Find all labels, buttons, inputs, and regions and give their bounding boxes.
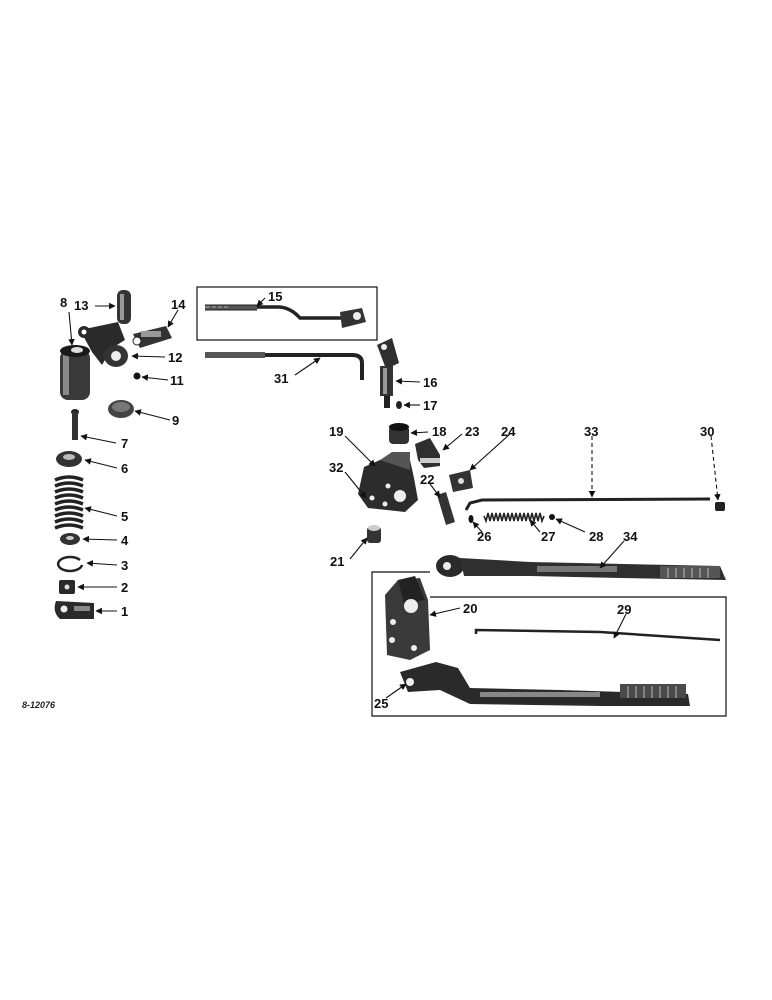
part-16-shaft	[377, 338, 399, 408]
callout-34: 34	[623, 529, 638, 544]
part-33-rod	[464, 497, 711, 511]
part-17-pin	[396, 401, 402, 409]
part-20-plate	[385, 576, 430, 660]
callout-23: 23	[465, 424, 480, 439]
callout-8: 8	[60, 295, 68, 310]
part-30-nut	[715, 502, 725, 511]
part-12-lever	[78, 322, 128, 367]
callout-27: 27	[541, 529, 556, 544]
part-23-bracket	[415, 438, 440, 468]
part-7-bolt	[71, 409, 79, 440]
part-14-clevis	[132, 326, 172, 348]
callout-leaders	[68, 297, 721, 699]
part-6-cap	[56, 451, 82, 467]
part-32-housing	[358, 452, 418, 512]
part-13-pin	[117, 290, 131, 324]
callout-15: 15	[268, 289, 283, 304]
callout-26: 26	[477, 529, 492, 544]
part-8-cylinder-boss	[60, 345, 90, 400]
part-15-inset-box	[196, 286, 378, 341]
callout-1: 1	[121, 604, 129, 619]
callout-18: 18	[432, 424, 447, 439]
part-31-rod	[205, 352, 364, 380]
callout-12: 12	[168, 350, 183, 365]
callout-22: 22	[420, 472, 435, 487]
callout-5: 5	[121, 509, 129, 524]
callout-31: 31	[274, 371, 289, 386]
part-18-bushing	[389, 423, 409, 444]
part-15-rod	[205, 304, 366, 328]
callout-33: 33	[584, 424, 599, 439]
part-25-lever	[400, 662, 690, 706]
part-26-ball	[468, 515, 474, 523]
callout-7: 7	[121, 436, 129, 451]
callout-4: 4	[121, 533, 129, 548]
callout-14: 14	[171, 297, 186, 312]
part-27-spring	[483, 512, 545, 524]
callout-9: 9	[172, 413, 180, 428]
part-3-snap-ring	[56, 555, 84, 573]
callout-17: 17	[423, 398, 438, 413]
callout-32: 32	[329, 460, 344, 475]
callout-21: 21	[330, 554, 345, 569]
part-1-clamp	[54, 601, 94, 619]
callout-29: 29	[617, 602, 632, 617]
part-28-ball	[549, 514, 555, 520]
callout-30: 30	[700, 424, 715, 439]
callout-2: 2	[121, 580, 129, 595]
part-11-ball	[133, 372, 141, 380]
part-2-block	[59, 580, 75, 594]
parts-20-25-29-inset-box	[371, 571, 727, 717]
part-9-washer	[108, 400, 134, 418]
part-29-rod	[474, 628, 721, 642]
callout-20: 20	[463, 601, 478, 616]
callout-25: 25	[374, 696, 389, 711]
part-22-link	[437, 492, 455, 525]
part-21-bushing	[367, 525, 381, 543]
drawing-code: 8-12076	[22, 700, 56, 710]
callout-28: 28	[589, 529, 604, 544]
callout-3: 3	[121, 558, 129, 573]
callout-13: 13	[74, 298, 89, 313]
part-5-spring	[54, 475, 84, 530]
callout-19: 19	[329, 424, 344, 439]
callout-24: 24	[501, 424, 516, 439]
part-4-washer	[60, 533, 80, 545]
callout-6: 6	[121, 461, 129, 476]
callout-11: 11	[170, 373, 184, 388]
part-34-lever	[436, 555, 726, 580]
part-24-block	[449, 470, 473, 492]
callout-16: 16	[423, 375, 438, 390]
